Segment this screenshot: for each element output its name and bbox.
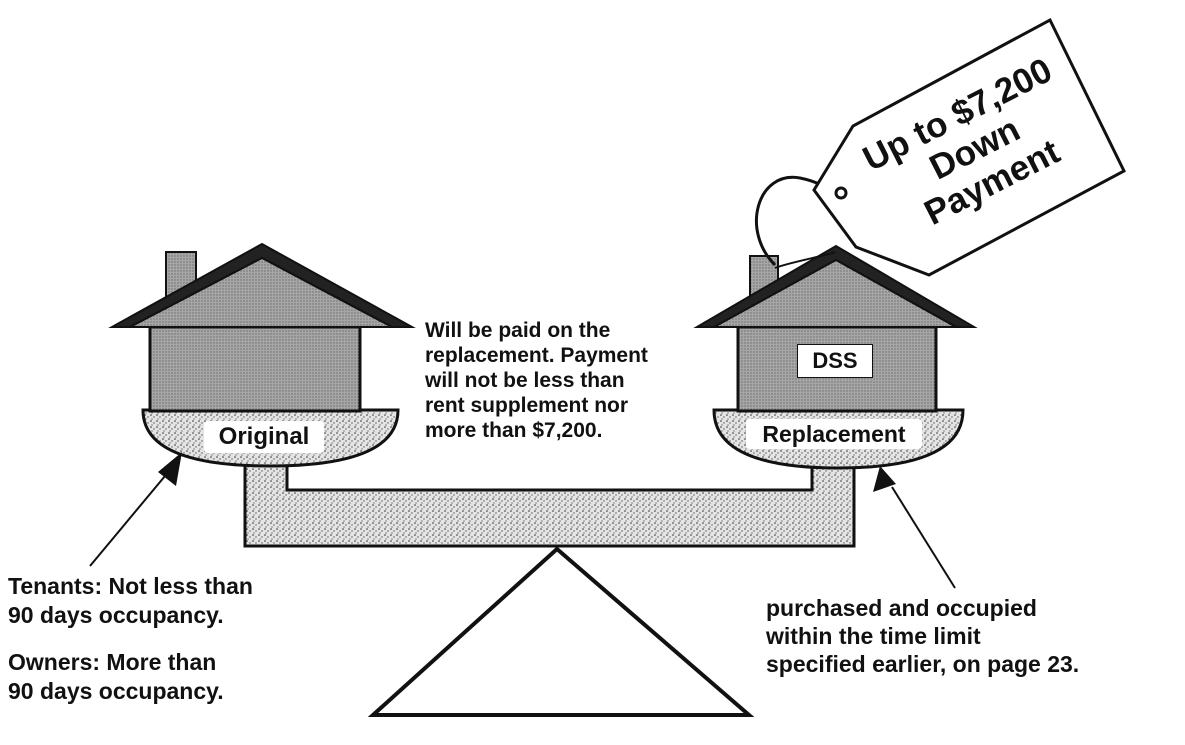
scale-beam <box>243 457 856 548</box>
owners-note: Owners: More than 90 days occupancy. <box>8 648 224 706</box>
tenants-note: Tenants: Not less than 90 days occupancy… <box>8 572 253 630</box>
center-note-line: will not be less than <box>425 369 625 392</box>
original-label: Original <box>204 421 324 453</box>
replacement-note-line: purchased and occupied <box>766 595 1037 621</box>
price-tag <box>812 17 1126 277</box>
tenants-line: Tenants: Not less than <box>8 573 253 599</box>
left-arrowhead <box>158 452 182 486</box>
left-arrow-line <box>89 469 171 567</box>
tenants-line: 90 days occupancy. <box>8 602 224 628</box>
tag-hole <box>834 186 848 200</box>
right-arrowhead <box>873 466 896 492</box>
replacement-note-line: specified earlier, on page 23. <box>766 651 1080 677</box>
replacement-note-line: within the time limit <box>766 623 981 649</box>
fulcrum-triangle <box>367 546 755 717</box>
right-arrow-line <box>891 486 956 589</box>
original-house <box>108 242 416 413</box>
replacement-label: Replacement <box>746 419 922 449</box>
center-note-line: rent supplement nor <box>425 394 629 417</box>
dss-sign: DSS <box>797 344 873 378</box>
owners-line: Owners: More than <box>8 649 217 675</box>
center-note: Will be paid on the replacement. Payment… <box>425 318 648 443</box>
center-note-line: more than $7,200. <box>425 419 603 442</box>
center-note-line: replacement. Payment <box>425 344 648 367</box>
replacement-house <box>693 244 978 413</box>
center-note-line: Will be paid on the <box>425 319 611 342</box>
replacement-note: purchased and occupied within the time l… <box>766 594 1079 678</box>
owners-line: 90 days occupancy. <box>8 678 224 704</box>
